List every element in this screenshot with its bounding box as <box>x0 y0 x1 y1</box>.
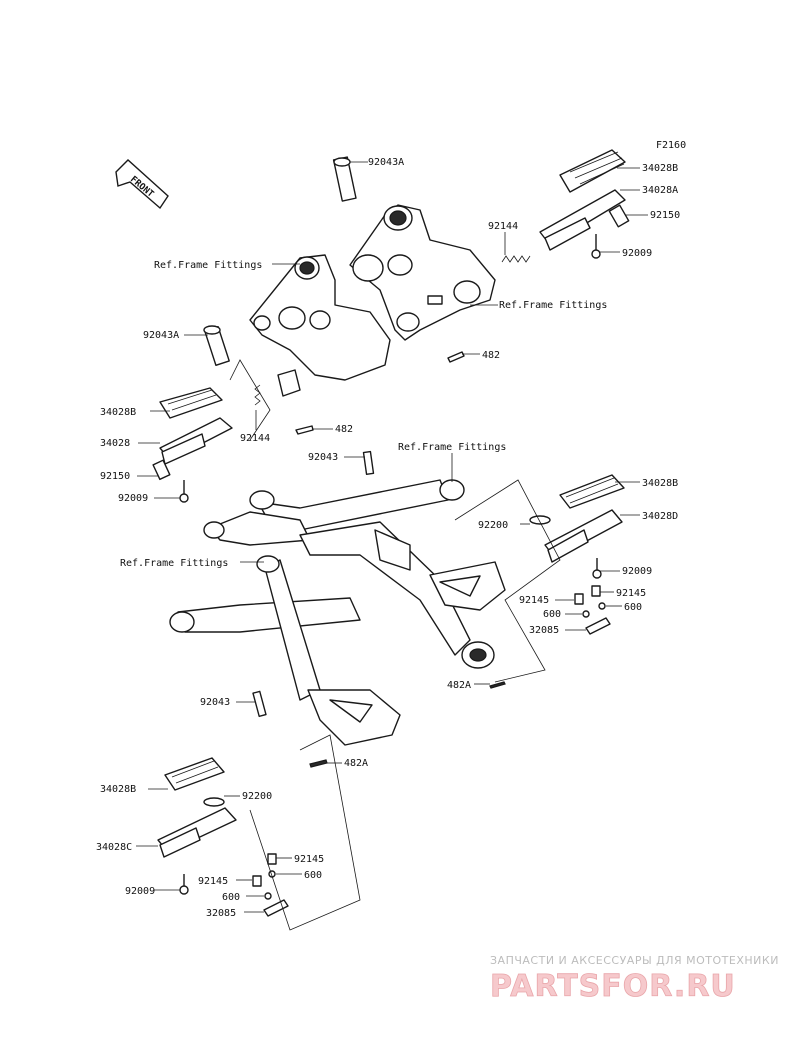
part-label: 482A <box>344 758 368 769</box>
clip-482A-low <box>309 759 328 768</box>
pin-92043A-top <box>332 156 357 202</box>
footpeg-upper-right <box>539 149 630 259</box>
part-label: 92144 <box>488 221 518 232</box>
clip-482A-right <box>489 681 506 689</box>
part-label: 34028B <box>100 784 136 795</box>
part-label: 92200 <box>242 791 272 802</box>
part-label: 32085 <box>529 625 559 636</box>
clip-482-left <box>295 425 314 435</box>
pin-92043-low <box>252 690 267 718</box>
part-label: 600 <box>543 609 561 620</box>
part-label: Ref.Frame Fittings <box>499 300 607 311</box>
part-label: 92200 <box>478 520 508 531</box>
leader-lines <box>136 161 648 931</box>
clip-482-top <box>447 351 465 363</box>
part-label: 34028D <box>642 511 678 522</box>
part-label: 34028 <box>100 438 130 449</box>
upper-right-bracket <box>349 204 496 341</box>
part-label: 34028B <box>642 478 678 489</box>
part-label: 34028B <box>642 163 678 174</box>
spring-92144-left <box>254 369 301 406</box>
footpeg-frame <box>169 479 506 746</box>
part-label: 482 <box>482 350 500 361</box>
part-label: Ref.Frame Fittings <box>120 558 228 569</box>
part-label: 92145 <box>198 876 228 887</box>
part-label: 92144 <box>240 433 270 444</box>
part-label: 600 <box>624 602 642 613</box>
part-label: 92150 <box>100 471 130 482</box>
part-label: Ref.Frame Fittings <box>154 260 262 271</box>
diagram-code: F2160 <box>656 140 686 151</box>
part-labels: 92043A 34028B 34028A 92150 92009 92144 R… <box>96 157 680 919</box>
footpeg-left <box>152 387 233 503</box>
part-label: 92009 <box>622 566 652 577</box>
part-label: 92145 <box>294 854 324 865</box>
watermark-brand: PARTSFOR.RU <box>490 969 736 1004</box>
footpeg-lower-left <box>157 757 289 917</box>
part-label: 32085 <box>206 908 236 919</box>
part-label: 92145 <box>519 595 549 606</box>
front-arrow-icon: FRONT <box>115 159 169 210</box>
part-label: 92009 <box>125 886 155 897</box>
part-label: 600 <box>304 870 322 881</box>
part-label: 482 <box>335 424 353 435</box>
footpeg-right-mid <box>529 474 625 635</box>
part-label: 92043 <box>200 697 230 708</box>
part-label: 92009 <box>118 493 148 504</box>
watermark: ЗАПЧАСТИ И АКСЕССУАРЫ ДЛЯ МОТОТЕХНИКИ PA… <box>490 954 779 1004</box>
part-label: 600 <box>222 892 240 903</box>
pin-92043A-left <box>203 325 230 366</box>
upper-left-bracket <box>249 254 391 381</box>
part-label: 482A <box>447 680 471 691</box>
part-label: 92043 <box>308 452 338 463</box>
watermark-caption: ЗАПЧАСТИ И АКСЕССУАРЫ ДЛЯ МОТОТЕХНИКИ <box>490 954 779 967</box>
spring-92144-top <box>501 255 531 263</box>
part-label: 92009 <box>622 248 652 259</box>
part-label: 92043A <box>368 157 404 168</box>
part-label: 34028B <box>100 407 136 418</box>
part-label: 92043A <box>143 330 179 341</box>
part-label: Ref.Frame Fittings <box>398 442 506 453</box>
pin-92043-mid <box>362 450 375 476</box>
part-label: 92150 <box>650 210 680 221</box>
part-label: 34028C <box>96 842 132 853</box>
part-label: 92145 <box>616 588 646 599</box>
part-label: 34028A <box>642 185 678 196</box>
